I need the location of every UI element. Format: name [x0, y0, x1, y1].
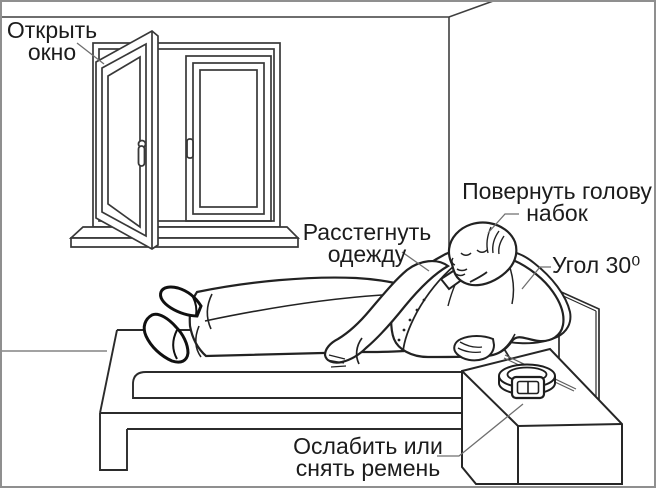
person-trouser-cuffs	[195, 293, 213, 358]
bed-leg	[99, 413, 128, 471]
person-back-sock	[159, 285, 203, 318]
window-right-glass	[199, 69, 258, 208]
window-open-handle	[137, 145, 146, 167]
person-back-sock-cuff	[192, 296, 198, 317]
window-right-sash	[185, 55, 272, 222]
label-open-window: Открыть окно	[6, 17, 98, 65]
mattress	[132, 371, 506, 399]
person-near-arm	[323, 260, 451, 364]
person-front-sock	[142, 312, 190, 364]
leader-loosen-belt	[437, 403, 524, 457]
leader-lines	[76, 42, 551, 457]
person-near-fingers	[326, 354, 347, 368]
leader-open-window	[76, 42, 105, 65]
window-right-handle	[186, 138, 194, 159]
label-unbutton-clothing: Расстегнуть одежду	[302, 219, 432, 267]
window-right-sash-inner	[192, 62, 265, 215]
person-front-sock-cuff	[172, 329, 178, 360]
bed-left-edge	[99, 329, 118, 414]
headboard-thickness	[558, 293, 597, 405]
window-drawing	[68, 29, 301, 250]
leader-unbutton	[401, 251, 430, 272]
person-jacket-buttons	[397, 298, 426, 342]
person-drawing	[142, 221, 565, 368]
person-leg-separation	[204, 294, 383, 322]
person-neck-line	[469, 271, 488, 283]
leader-angle	[521, 266, 551, 290]
belt-drawing	[498, 363, 556, 400]
window-sill-top	[68, 226, 301, 239]
person-hair	[486, 226, 505, 255]
person-far-fingers	[457, 341, 483, 354]
room-walls-drawing	[0, 0, 497, 352]
ceiling-line	[0, 0, 497, 18]
window-open-sash-glass	[107, 55, 141, 229]
person-nose-mouth	[451, 257, 468, 277]
leader-turn-head	[487, 213, 519, 234]
label-turn-head: Повернуть голову набок	[462, 178, 652, 226]
label-angle-30: Угол 30⁰	[552, 252, 641, 278]
person-far-hand	[453, 335, 496, 362]
person-near-cuff	[355, 337, 363, 365]
window-sill-front	[70, 237, 299, 248]
nightstand-edges	[461, 370, 623, 484]
window-open-sash	[95, 29, 159, 250]
person-far-cuff	[497, 333, 516, 354]
window-open-sash-inner	[101, 42, 147, 238]
person-eyes-closed	[460, 249, 488, 256]
label-loosen-belt: Ослабить или снять ремень	[293, 433, 443, 481]
